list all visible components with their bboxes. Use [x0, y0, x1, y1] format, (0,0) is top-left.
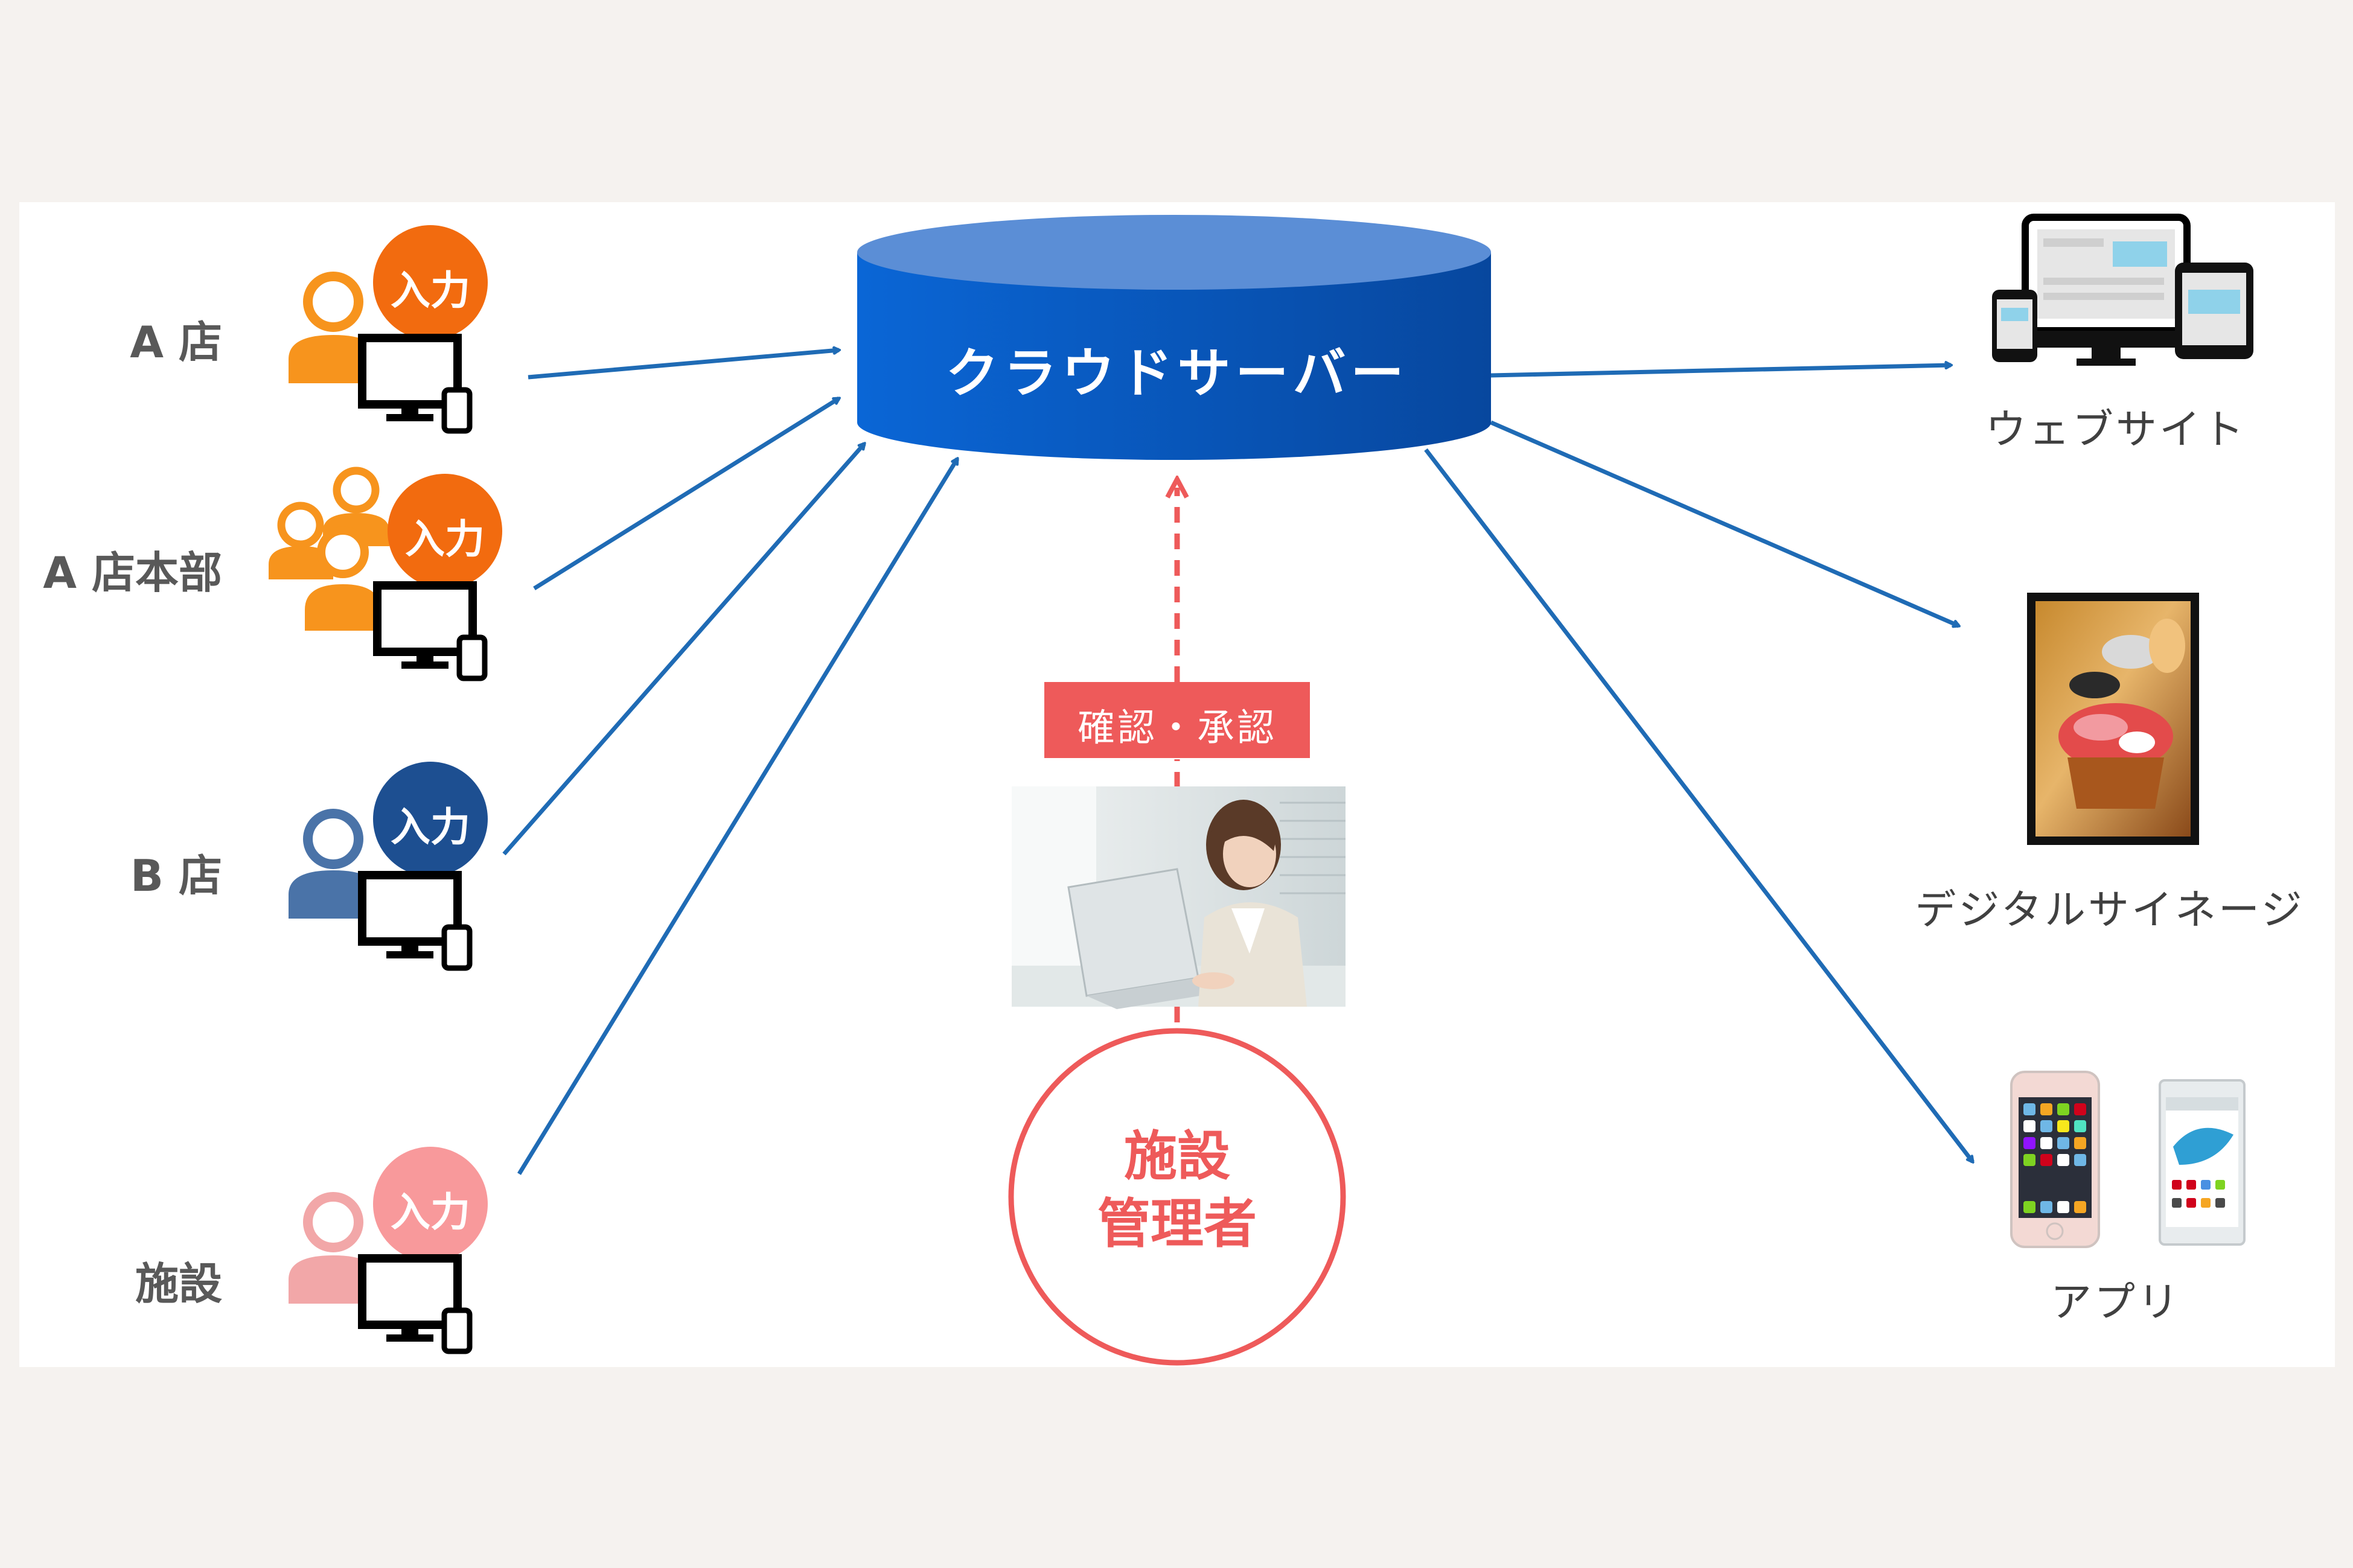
monitor-phone-icon: [358, 1254, 473, 1354]
person-icon: [289, 809, 378, 919]
store-label-a-hq: A 店本部: [43, 547, 222, 598]
output-label-website: ウェブサイト: [1985, 406, 2246, 454]
store-label-a: A 店: [130, 317, 222, 368]
admin-label: 施設 管理者: [1020, 1123, 1334, 1258]
arrow-b-store: [502, 444, 864, 856]
input-arrows: [502, 350, 959, 1175]
arrow-facility: [517, 459, 959, 1175]
store-label-facility: 施設: [135, 1258, 222, 1309]
person-icon: [289, 1192, 378, 1304]
input-badge-label: 入力: [405, 516, 485, 563]
approval-label: 確認・承認: [1077, 706, 1277, 750]
admin-circle: [1008, 1028, 1346, 1366]
output-arrows: [1424, 365, 1973, 1162]
store-label-b: B 店: [130, 850, 222, 901]
arrow-to-signage: [1490, 420, 1959, 626]
approval-box: [1044, 682, 1310, 758]
admin-photo: [1012, 786, 1346, 1009]
arrow-a-store: [528, 350, 839, 380]
monitor-phone-icon: [358, 334, 473, 434]
monitor-phone-icon: [373, 581, 488, 681]
website-devices-icon: [1992, 214, 2253, 366]
input-badge-label: 入力: [391, 804, 470, 850]
input-badge: [373, 1147, 488, 1261]
input-badge: [373, 762, 488, 876]
arrow-a-hq: [533, 397, 839, 590]
cloud-server-cylinder: [857, 215, 1491, 460]
input-badge-label: 入力: [391, 1189, 470, 1235]
admin-label-line2: 管理者: [1097, 1193, 1257, 1255]
arrow-to-website: [1490, 365, 1951, 378]
arrow-to-app: [1424, 448, 1973, 1162]
input-badge-label: 入力: [391, 267, 470, 314]
input-badge: [373, 225, 488, 340]
output-label-signage: デジタルサイネージ: [1915, 887, 2305, 934]
group-person-icon: [269, 467, 389, 631]
cloud-server-title: クラウドサーバー: [945, 342, 1409, 404]
app-phones-image: [2010, 1071, 2246, 1248]
person-icon: [289, 272, 378, 383]
monitor-phone-icon: [358, 871, 473, 971]
digital-signage-image: [2027, 593, 2199, 845]
admin-label-line1: 施設: [1123, 1125, 1230, 1187]
input-badge: [388, 474, 502, 588]
output-label-app: アプリ: [2050, 1279, 2181, 1327]
